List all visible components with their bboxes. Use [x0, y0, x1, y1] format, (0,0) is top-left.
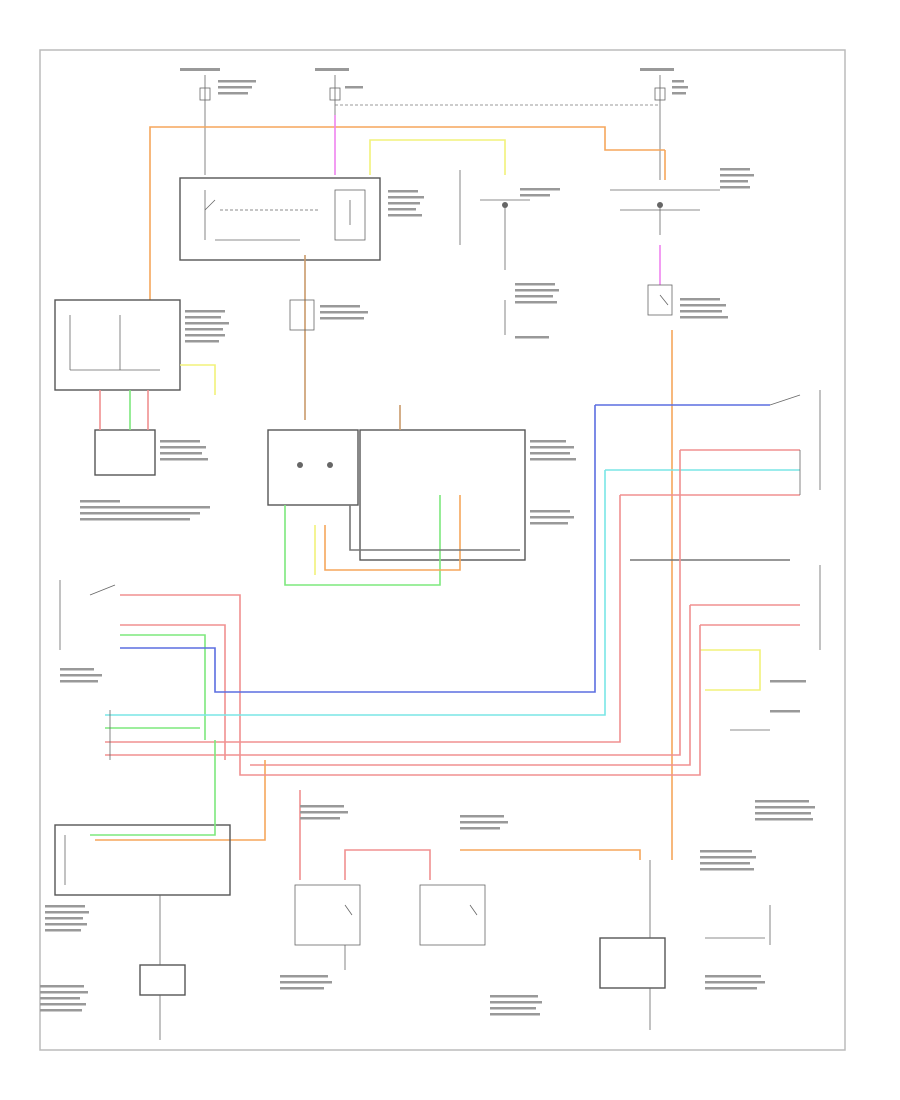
orange-wire-right [664, 150, 673, 860]
yellow-wire-top [369, 139, 506, 175]
green-wire-amp [284, 495, 441, 586]
brake-on-off-switch [595, 390, 821, 496]
red-wires-bpp [620, 449, 800, 496]
yellow-wire-servo [180, 364, 216, 395]
brake-pressure-switch [459, 170, 560, 339]
blue-wire-sw [120, 405, 596, 693]
clutch-switch [630, 559, 821, 731]
speed-control-servo [54, 299, 229, 521]
red-wires-servo [99, 390, 149, 430]
red-wires-clutch [690, 604, 800, 626]
orange-wire-top [149, 126, 665, 300]
cyan-wire-main [105, 470, 606, 716]
red-wire-sw2 [120, 624, 226, 760]
yellow-wire-clutch [700, 649, 761, 691]
gray-wire-amp [349, 505, 520, 551]
stop-lamp-switch [610, 150, 728, 860]
wire-bundle [95, 450, 701, 841]
fuse-label-blocks [180, 68, 754, 189]
green-wire-sw [120, 634, 206, 740]
set-resume-switches [280, 790, 641, 1016]
speed-control-amplifier [267, 255, 576, 586]
red-wire-resume [344, 849, 431, 880]
speed-control-switches [59, 405, 596, 760]
multifunction-switch [179, 177, 424, 261]
orange-wire-bottom [460, 849, 641, 860]
speed-control-actuator [40, 740, 231, 1040]
orange-wire-amp [324, 495, 461, 571]
red-wire-sw1 [120, 594, 241, 760]
ground-connector [599, 800, 815, 1030]
green-wire-actuator [90, 740, 216, 836]
diagram-border [39, 49, 846, 1051]
